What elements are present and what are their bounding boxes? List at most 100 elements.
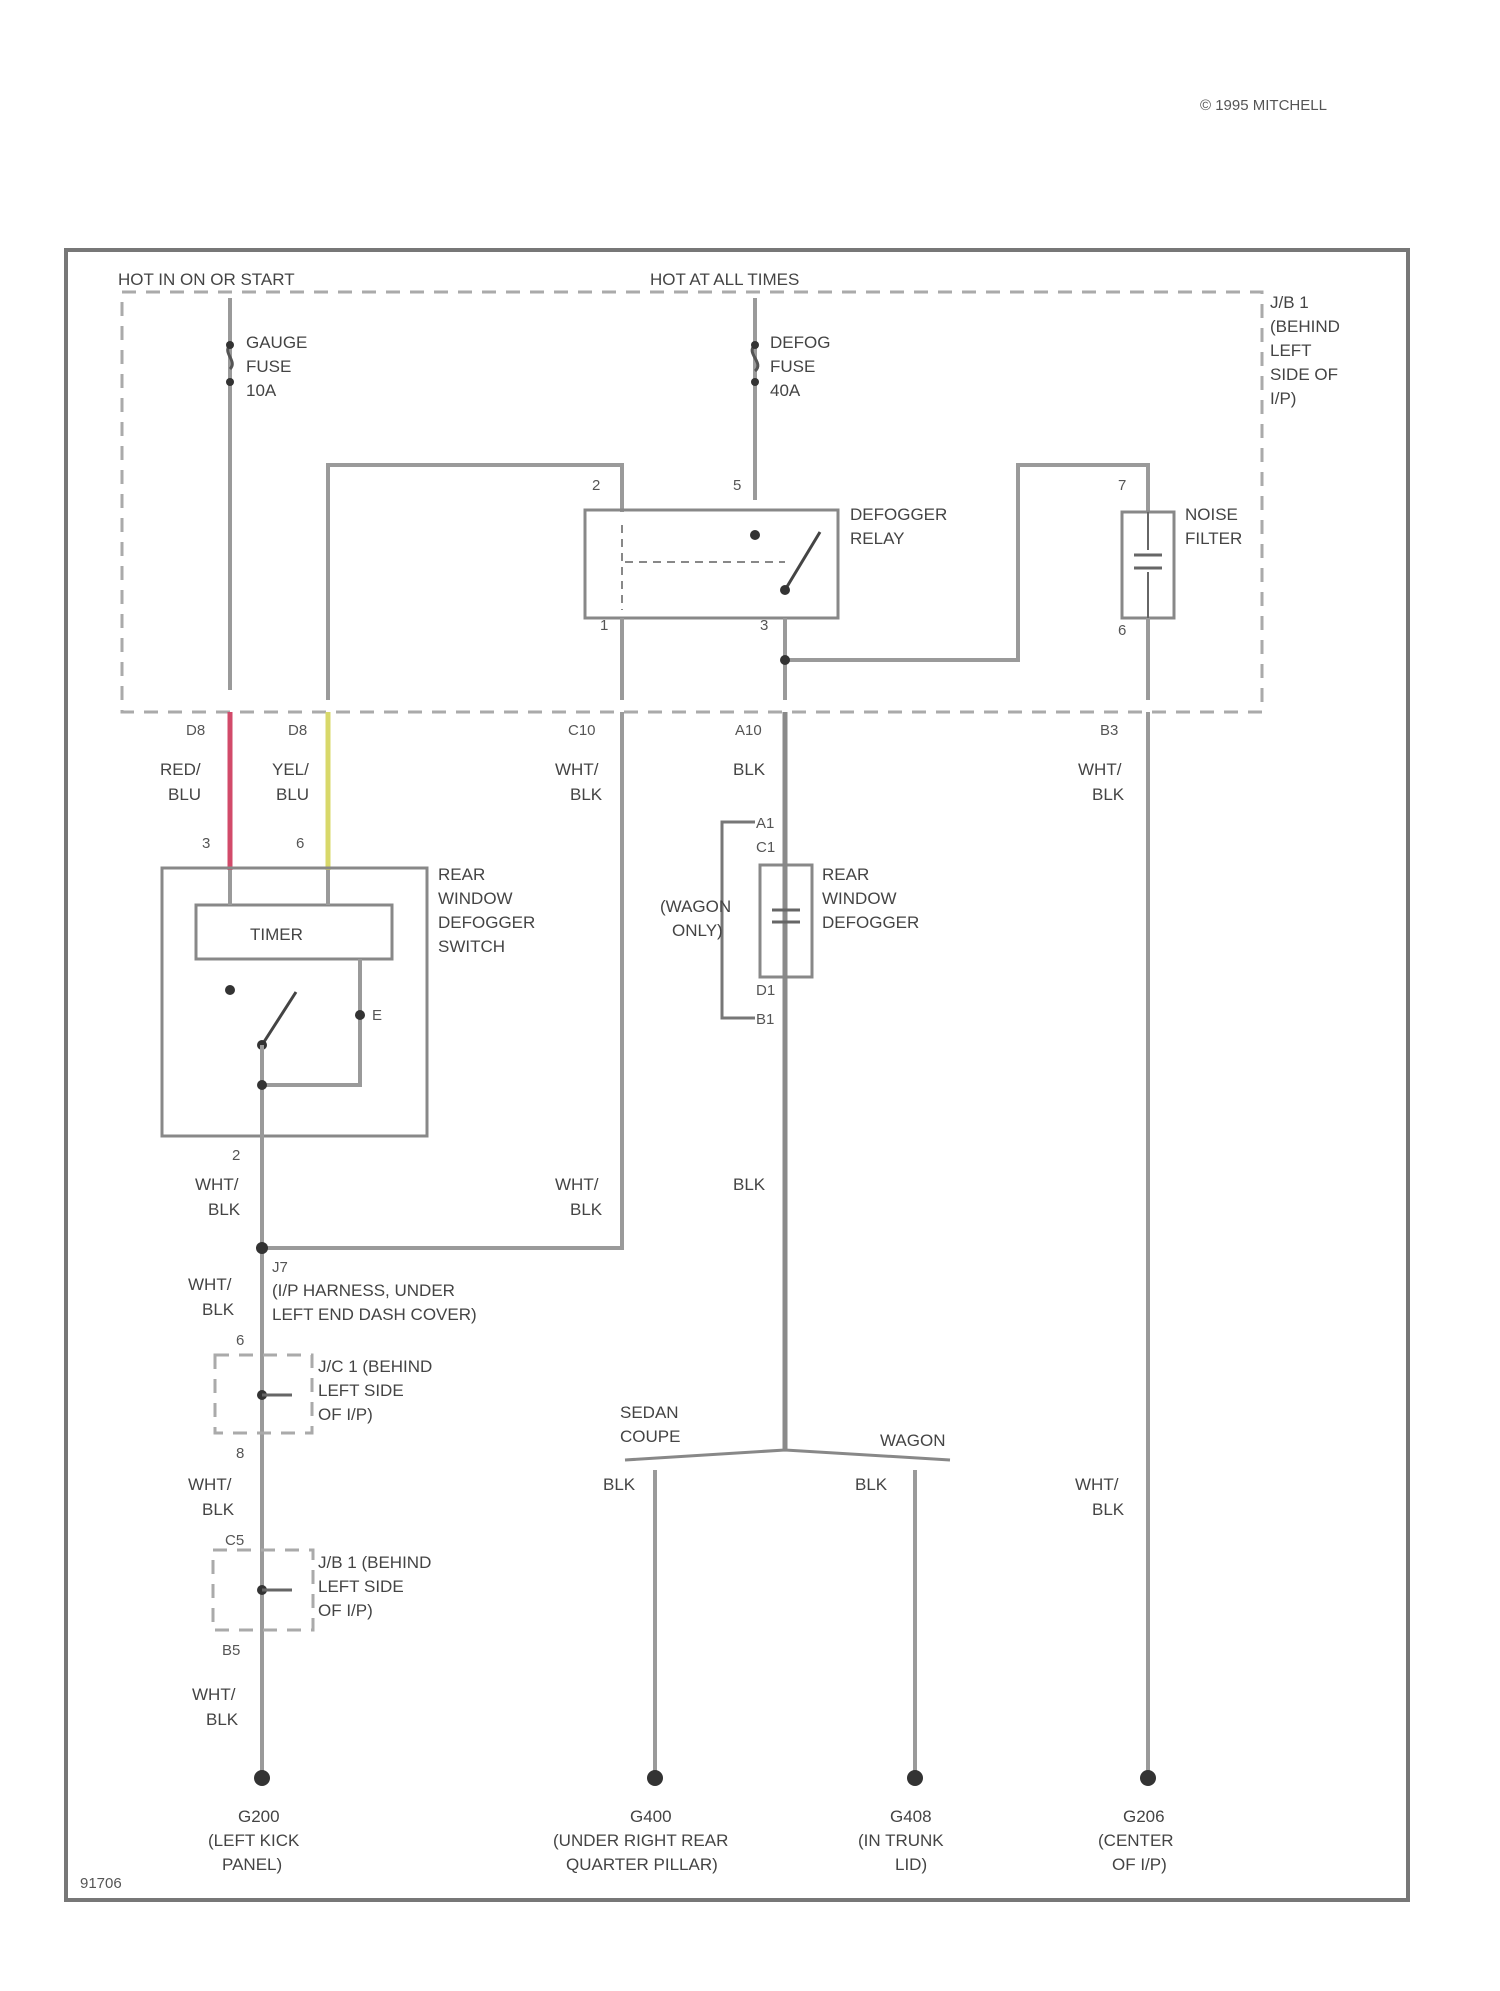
svg-text:D8: D8 <box>288 722 307 739</box>
ground-g400: G400 (UNDER RIGHT REAR QUARTER PILLAR) <box>553 1770 728 1874</box>
svg-text:B5: B5 <box>222 1642 240 1659</box>
svg-text:LID): LID) <box>895 1855 927 1874</box>
defog-fuse: DEFOG FUSE 40A <box>751 298 830 500</box>
svg-text:(CENTER: (CENTER <box>1098 1831 1174 1850</box>
svg-text:BLK: BLK <box>1092 1500 1125 1519</box>
svg-text:WHT/: WHT/ <box>555 1175 599 1194</box>
svg-text:BLK: BLK <box>603 1475 636 1494</box>
svg-text:6: 6 <box>236 1332 244 1349</box>
noise-filter: 7 6 NOISE FILTER <box>1118 477 1242 639</box>
svg-text:3: 3 <box>202 835 210 852</box>
svg-text:OF I/P): OF I/P) <box>1112 1855 1167 1874</box>
svg-text:40A: 40A <box>770 381 801 400</box>
gauge-fuse: GAUGE FUSE 10A <box>226 298 307 690</box>
timer-label: TIMER <box>250 925 303 944</box>
svg-text:ONLY): ONLY) <box>672 921 723 940</box>
supply-label-left: HOT IN ON OR START <box>118 270 295 289</box>
svg-text:E: E <box>372 1007 382 1024</box>
rear-window-defogger: A1 C1 D1 B1 (WAGON ONLY) REAR WINDOW DEF… <box>660 815 919 1028</box>
svg-text:WINDOW: WINDOW <box>822 889 897 908</box>
svg-text:B3: B3 <box>1100 722 1118 739</box>
svg-text:WHT/: WHT/ <box>195 1175 239 1194</box>
svg-text:WHT/: WHT/ <box>555 760 599 779</box>
svg-text:D1: D1 <box>756 982 775 999</box>
svg-text:5: 5 <box>733 477 741 494</box>
defogger-switch: TIMER 3 6 2 E REAR WINDOW DEFOGGER SWITC… <box>162 835 535 1164</box>
svg-text:G206: G206 <box>1123 1807 1165 1826</box>
svg-text:G200: G200 <box>238 1807 280 1826</box>
svg-text:BLK: BLK <box>570 1200 603 1219</box>
svg-text:C1: C1 <box>756 839 775 856</box>
svg-text:(LEFT KICK: (LEFT KICK <box>208 1831 300 1850</box>
copyright-text: © 1995 MITCHELL <box>1200 97 1327 114</box>
svg-text:G400: G400 <box>630 1807 672 1826</box>
svg-text:(I/P HARNESS, UNDER: (I/P HARNESS, UNDER <box>272 1281 455 1300</box>
svg-text:J/B 1 (BEHIND: J/B 1 (BEHIND <box>318 1553 431 1572</box>
svg-text:WHT/: WHT/ <box>1075 1475 1119 1494</box>
svg-text:DEFOGGER: DEFOGGER <box>822 913 919 932</box>
wire-yel-blu-path <box>328 465 622 700</box>
svg-text:FUSE: FUSE <box>770 357 815 376</box>
svg-text:8: 8 <box>236 1445 244 1462</box>
svg-text:BLK: BLK <box>1092 785 1125 804</box>
svg-text:3: 3 <box>760 617 768 634</box>
svg-text:BLK: BLK <box>855 1475 888 1494</box>
svg-text:BLK: BLK <box>733 1175 766 1194</box>
splice-j7: J7 (I/P HARNESS, UNDER LEFT END DASH COV… <box>188 1259 477 1324</box>
body-style-branch: SEDAN COUPE WAGON BLK BLK <box>603 1403 950 1775</box>
svg-text:BLK: BLK <box>202 1500 235 1519</box>
svg-text:(BEHIND: (BEHIND <box>1270 317 1340 336</box>
svg-text:7: 7 <box>1118 477 1126 494</box>
svg-text:SWITCH: SWITCH <box>438 937 505 956</box>
svg-text:2: 2 <box>232 1147 240 1164</box>
ground-g200: G200 (LEFT KICK PANEL) <box>208 1770 300 1874</box>
svg-text:6: 6 <box>1118 622 1126 639</box>
svg-text:BLU: BLU <box>276 785 309 804</box>
svg-text:LEFT SIDE: LEFT SIDE <box>318 1577 404 1596</box>
svg-text:WAGON: WAGON <box>880 1431 945 1450</box>
svg-text:BLK: BLK <box>733 760 766 779</box>
junction-connector-jc1: 6 8 J/C 1 (BEHIND LEFT SIDE OF I/P) WHT/… <box>188 1332 432 1519</box>
svg-text:GAUGE: GAUGE <box>246 333 307 352</box>
svg-text:DEFOGGER: DEFOGGER <box>850 505 947 524</box>
svg-text:C5: C5 <box>225 1532 244 1549</box>
svg-text:(IN TRUNK: (IN TRUNK <box>858 1831 944 1850</box>
svg-text:1: 1 <box>600 617 608 634</box>
svg-text:BLK: BLK <box>208 1200 241 1219</box>
svg-text:LEFT SIDE: LEFT SIDE <box>318 1381 404 1400</box>
svg-text:WHT/: WHT/ <box>192 1685 236 1704</box>
defogger-relay: 2 5 1 3 DEFOGGER RELAY <box>585 477 947 634</box>
wire-labels-right: WHT/ BLK <box>1075 1475 1125 1519</box>
ground-g206: G206 (CENTER OF I/P) <box>1098 1770 1174 1874</box>
svg-text:I/P): I/P) <box>1270 389 1296 408</box>
svg-text:6: 6 <box>296 835 304 852</box>
svg-text:SEDAN: SEDAN <box>620 1403 679 1422</box>
supply-label-center: HOT AT ALL TIMES <box>650 270 799 289</box>
svg-text:PANEL): PANEL) <box>222 1855 282 1874</box>
svg-text:(WAGON: (WAGON <box>660 897 731 916</box>
svg-text:C10: C10 <box>568 722 596 739</box>
svg-text:WINDOW: WINDOW <box>438 889 513 908</box>
svg-text:WHT/: WHT/ <box>188 1275 232 1294</box>
svg-text:REAR: REAR <box>822 865 869 884</box>
svg-text:REAR: REAR <box>438 865 485 884</box>
svg-text:2: 2 <box>592 477 600 494</box>
svg-text:G408: G408 <box>890 1807 932 1826</box>
svg-text:DEFOGGER: DEFOGGER <box>438 913 535 932</box>
svg-text:BLU: BLU <box>168 785 201 804</box>
svg-text:COUPE: COUPE <box>620 1427 680 1446</box>
fuse-block-label: J/B 1 (BEHIND LEFT SIDE OF I/P) <box>1270 293 1340 408</box>
svg-text:BLK: BLK <box>206 1710 239 1729</box>
junction-block-jb1: C5 B5 J/B 1 (BEHIND LEFT SIDE OF I/P) WH… <box>192 1532 431 1729</box>
figure-id: 91706 <box>80 1875 122 1892</box>
svg-text:J/C 1 (BEHIND: J/C 1 (BEHIND <box>318 1357 432 1376</box>
svg-text:QUARTER PILLAR): QUARTER PILLAR) <box>566 1855 718 1874</box>
ground-g408: G408 (IN TRUNK LID) <box>858 1770 944 1874</box>
wire-labels-upper: RED/ BLU YEL/ BLU WHT/ BLK BLK WHT/ BLK <box>160 760 1125 804</box>
svg-text:SIDE OF: SIDE OF <box>1270 365 1338 384</box>
svg-text:YEL/: YEL/ <box>272 760 309 779</box>
svg-text:10A: 10A <box>246 381 277 400</box>
svg-text:WHT/: WHT/ <box>1078 760 1122 779</box>
svg-text:J/B 1: J/B 1 <box>1270 293 1309 312</box>
